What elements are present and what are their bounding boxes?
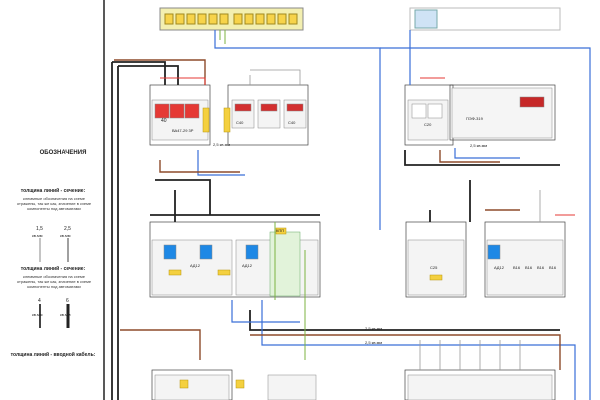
voltage-relay-3-rating: C40 <box>288 120 296 125</box>
breaker-bodies <box>151 87 564 400</box>
wire-tag-2: 2,5 кв.мм <box>470 143 488 148</box>
legend-section3-heading: толщина линий - вводной кабель: <box>10 352 96 358</box>
main-breaker-caption: ВА47-29 3Р <box>172 128 194 133</box>
mid-left-rcd-1-label: АД12 <box>190 263 200 268</box>
legend-section2-value-a: 4 <box>38 298 41 304</box>
wire-tag-1: 2,5 кв.мм <box>213 142 231 147</box>
wires-black <box>111 61 560 400</box>
mid-breaker-right-1: В16 <box>513 265 521 270</box>
legend-section2-text: клеммные обозначения на схеме отражены, … <box>16 274 92 289</box>
legend-section1-value-a: 1,5 <box>36 226 43 232</box>
legend-section1-heading: толщина линий - сечение: <box>20 188 86 194</box>
terminal-screws <box>164 13 298 25</box>
device-stickers <box>168 107 443 389</box>
legend-title: ОБОЗНАЧЕНИЯ <box>39 150 87 156</box>
legend-section1-text: клеммные обозначения на схеме отражены, … <box>16 196 92 211</box>
terminal-bar-top-right <box>409 7 561 31</box>
mid-breaker-right-3: В16 <box>537 265 545 270</box>
mid-left-rcd-2-label: АД12 <box>242 263 252 268</box>
wires-red <box>160 77 575 216</box>
legend-section1-value-b: 2,5 <box>64 226 71 232</box>
main-breaker-rating: 40 <box>161 118 167 124</box>
legend-line-samples <box>39 238 70 328</box>
mid-rcd-right-label: АД12 <box>494 265 504 270</box>
wires-earth <box>219 30 306 360</box>
legend-section1-unit-a: кв.мм <box>32 233 43 238</box>
mid-note: КПП <box>276 228 285 233</box>
wires-blue <box>197 30 591 400</box>
mid-breaker-a-label: C25 <box>430 265 438 270</box>
breaker-right-top-rating: C20 <box>424 122 432 127</box>
legend-section1-unit-b: кв.мм <box>60 233 71 238</box>
wire-tag-4: 2,5 кв.мм <box>365 340 383 345</box>
wires-grey <box>249 69 541 370</box>
legend-section2-heading: толщина линий - сечение: <box>20 266 86 272</box>
panel-outlines <box>149 84 566 400</box>
wires-brown <box>114 59 561 370</box>
voltage-relay-1-rating: C40 <box>236 120 244 125</box>
legend-section2-unit-a: кв.мм <box>32 312 43 317</box>
mid-breaker-right-4: В16 <box>549 265 557 270</box>
wire-tag-3: 2,5 кв.мм <box>365 326 383 331</box>
legend-section2-value-b: 6 <box>66 298 69 304</box>
stabilizer-model: ПЭФ-319 <box>466 116 483 121</box>
legend-section2-unit-b: кв.мм <box>60 312 71 317</box>
mid-breaker-right-2: В16 <box>525 265 533 270</box>
terminal-block-blue <box>414 9 438 29</box>
